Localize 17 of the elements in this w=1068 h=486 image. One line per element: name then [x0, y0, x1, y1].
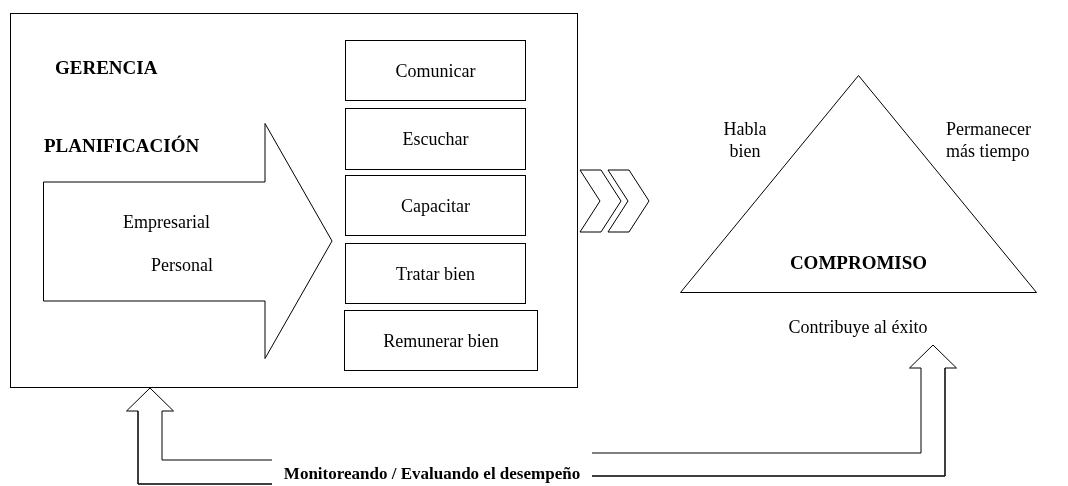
text-box: Escuchar: [345, 108, 526, 170]
double-chevron-arrow: [579, 169, 650, 233]
heading: PLANIFICACIÓN: [44, 136, 200, 155]
caption-text: Monitoreando / Evaluando el desempeño: [272, 461, 592, 485]
text-box: Tratar bien: [345, 243, 526, 304]
outer-frame: [10, 13, 578, 388]
triangle-label: COMPROMISO: [788, 253, 929, 272]
side-label: Habla bien: [722, 118, 768, 162]
arrow-label: Empresarial: [123, 213, 210, 231]
text-box: Comunicar: [345, 40, 526, 101]
side-label: Permanecer más tiempo: [946, 118, 1032, 162]
side-label: Contribuye al éxito: [787, 316, 929, 338]
block-arrow: [43, 123, 333, 359]
arrow-label: Personal: [151, 256, 213, 274]
text-box: Remunerar bien: [344, 310, 538, 371]
heading: GERENCIA: [55, 58, 158, 77]
text-box: Capacitar: [345, 175, 526, 236]
